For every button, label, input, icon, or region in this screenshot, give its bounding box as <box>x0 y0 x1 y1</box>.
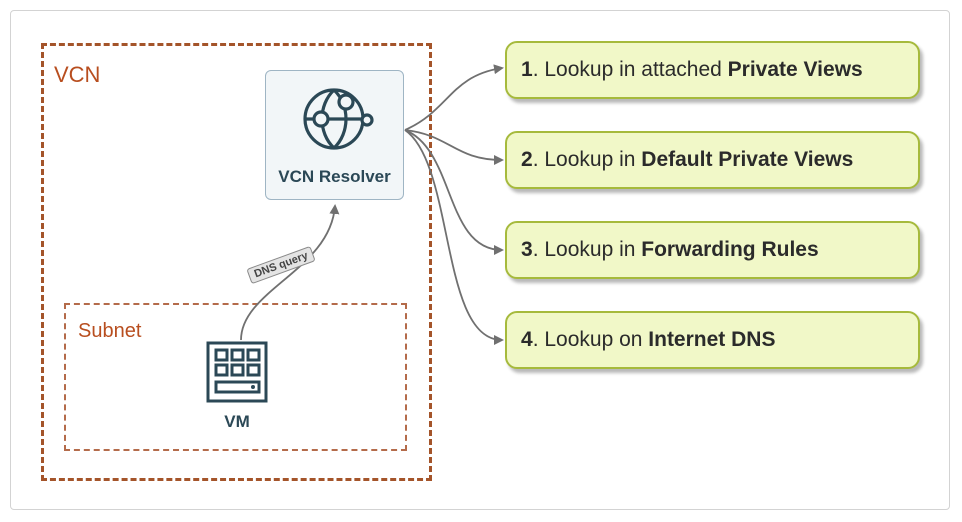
globe-network-icon <box>303 88 374 150</box>
vm-label: VM <box>224 412 250 431</box>
dns-query-edge <box>240 204 340 341</box>
step-4-box: 4. Lookup on Internet DNS <box>505 311 920 369</box>
subnet-label: Subnet <box>78 320 142 342</box>
vcn-label: VCN <box>54 62 101 87</box>
vcn-boundary <box>41 43 432 481</box>
step-3-box: 3. Lookup in Forwarding Rules <box>505 221 920 279</box>
step-1-box: 1. Lookup in attached Private Views <box>505 41 920 99</box>
edge-to-step-3 <box>404 129 504 255</box>
edge-to-step-4 <box>404 129 504 345</box>
server-grid-icon <box>206 341 268 403</box>
subnet-boundary <box>64 303 407 451</box>
edge-to-step-2 <box>404 129 504 165</box>
edge-to-step-1 <box>404 64 504 131</box>
vcn-resolver-label: VCN Resolver <box>278 167 391 186</box>
step-2-box: 2. Lookup in Default Private Views <box>505 131 920 189</box>
vcn-resolver-node: VCN Resolver <box>265 70 404 200</box>
